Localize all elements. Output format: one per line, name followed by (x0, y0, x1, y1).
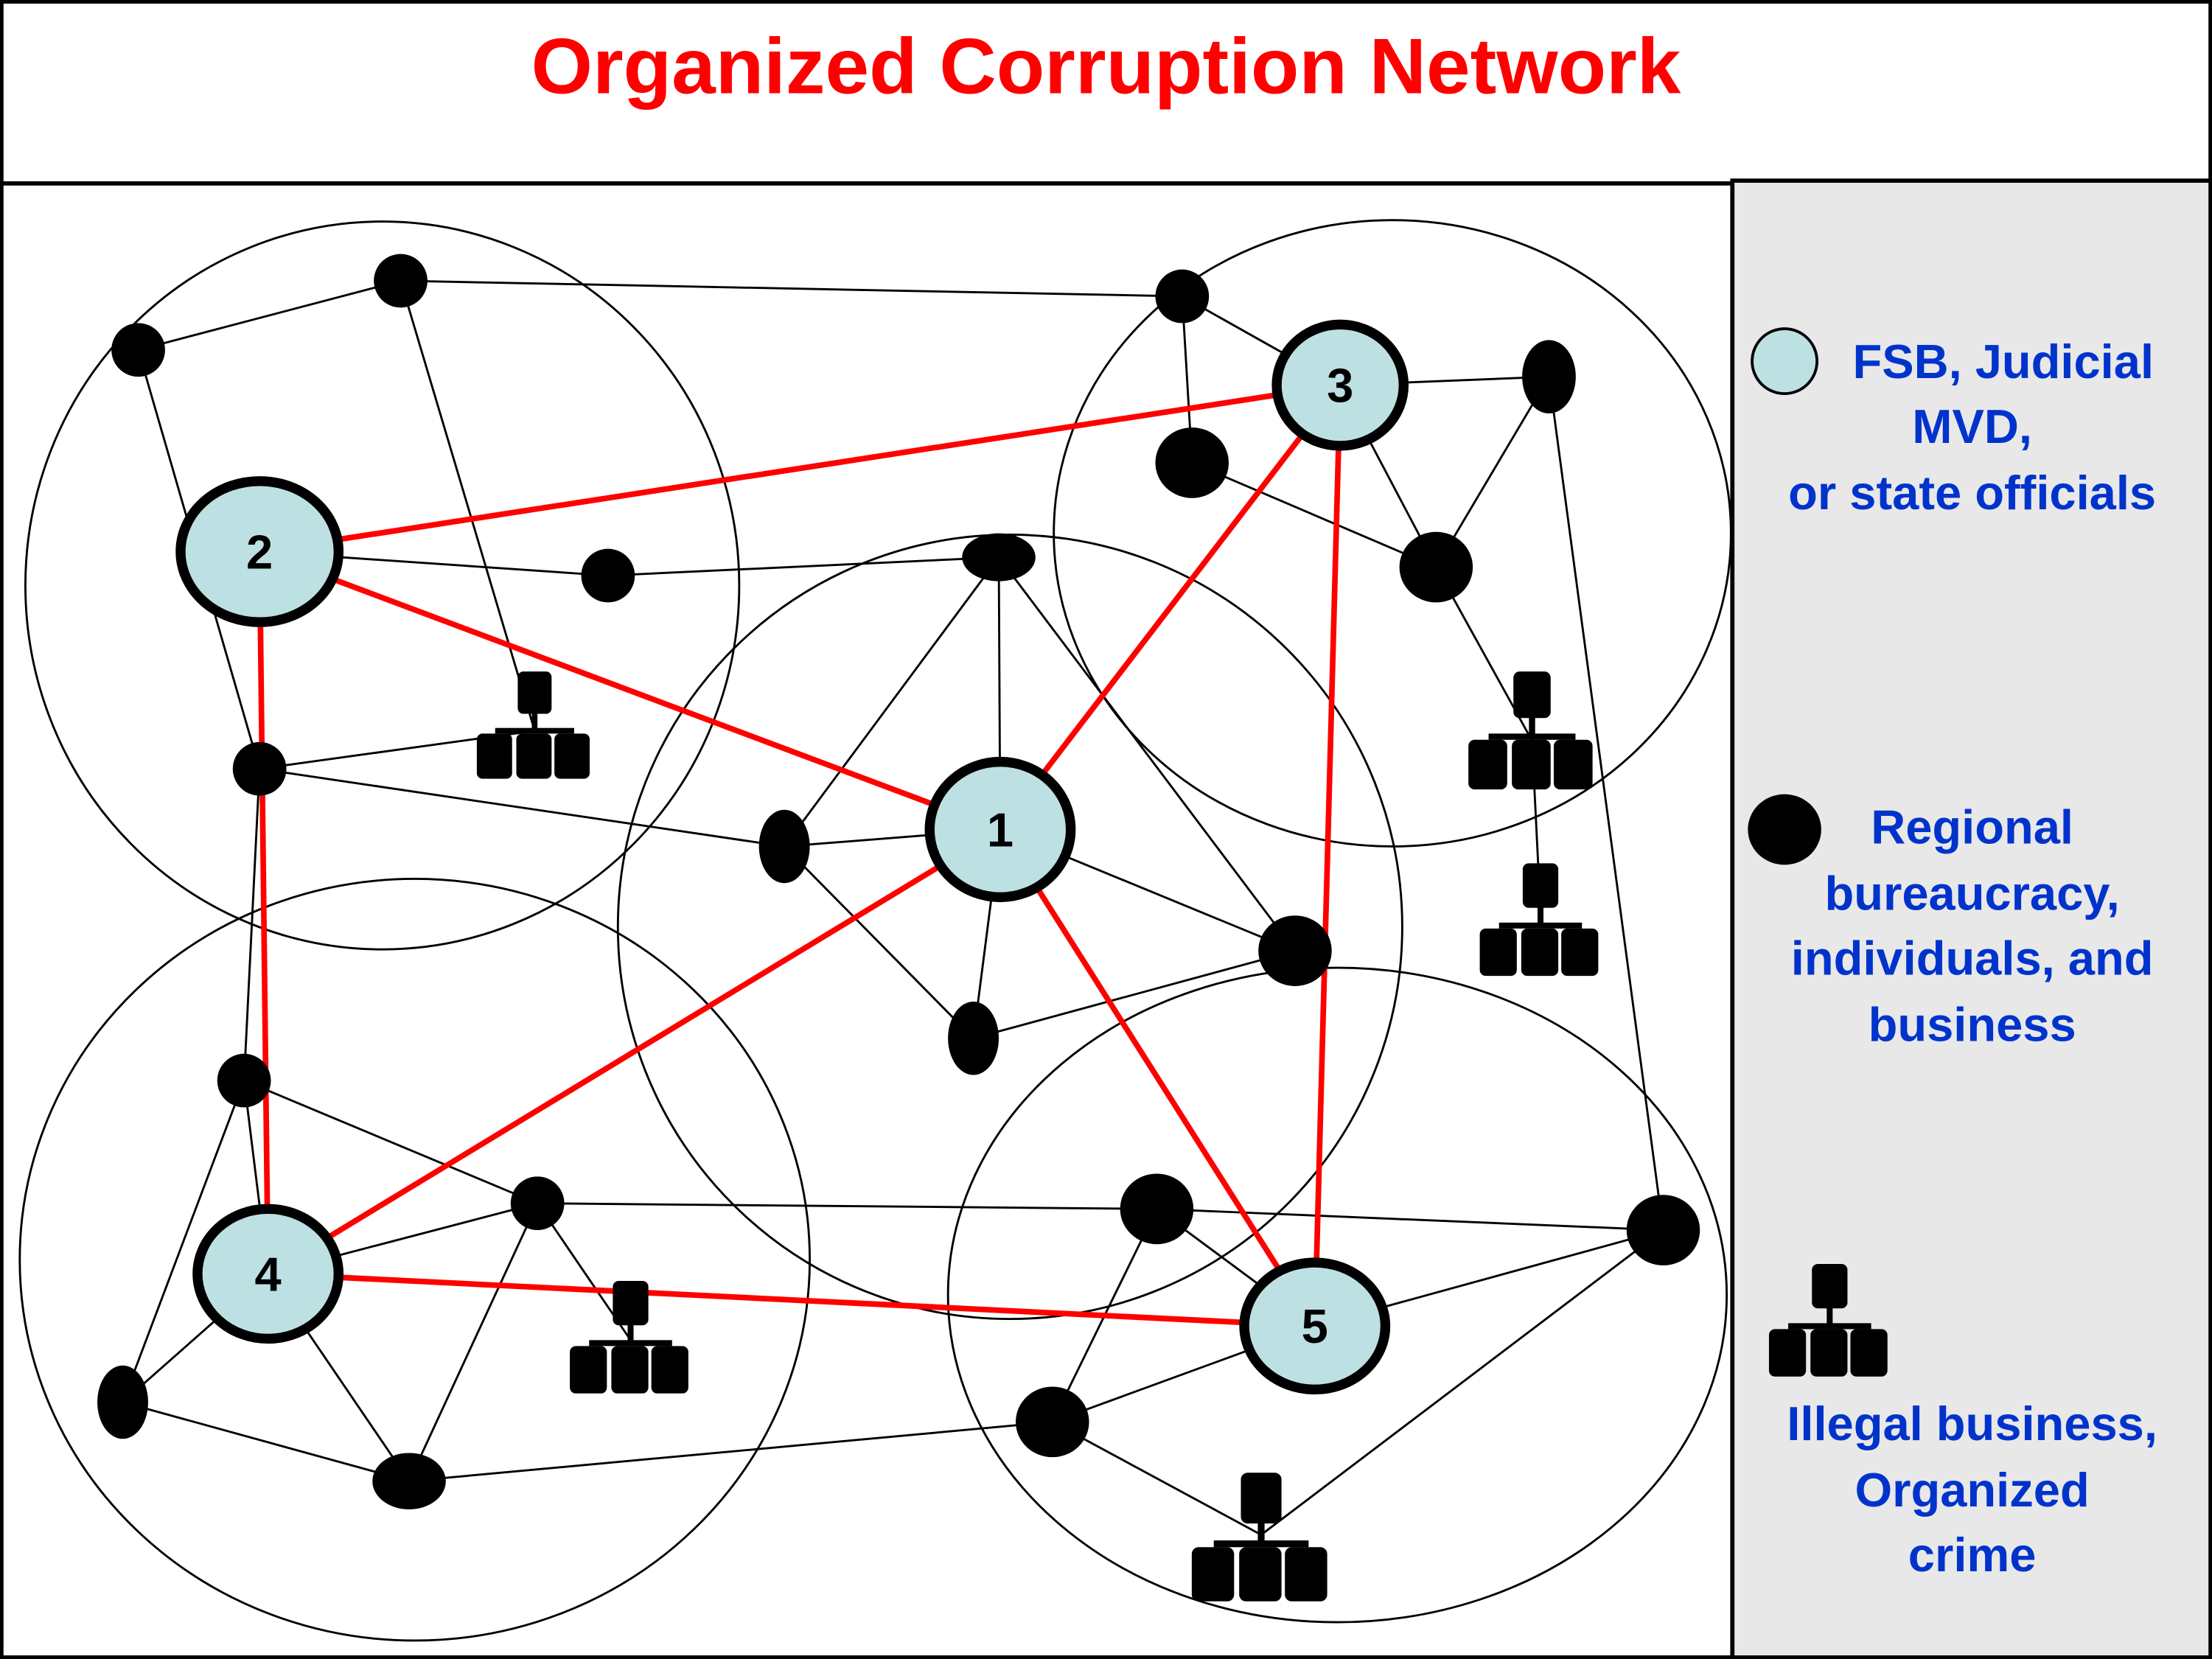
illegal-business-icon (476, 671, 590, 779)
official-link-3-5 (1311, 385, 1344, 1327)
illegal-business-icon (1191, 1473, 1327, 1602)
link-m-o (122, 1080, 245, 1403)
regional-node (1522, 340, 1576, 413)
official-link-4-5 (268, 1271, 1315, 1330)
official-link-1-4 (266, 827, 1002, 1276)
official-node-label: 3 (1327, 359, 1353, 413)
diagram-title: Organized Corruption Network (531, 21, 1681, 110)
official-link-2-4 (257, 551, 271, 1274)
regional-node (1626, 1195, 1700, 1265)
regional-node (232, 741, 287, 796)
link-b-c (400, 279, 1182, 298)
official-node-5: 5 (1239, 1257, 1391, 1395)
regional-node (510, 1176, 565, 1231)
official-link-3-1 (997, 383, 1343, 831)
legend-item-regional: Regional bureaucracy, individuals, and b… (1748, 794, 2153, 1052)
regional-node (758, 809, 810, 884)
official-node-label: 5 (1302, 1299, 1328, 1353)
link-f-j (783, 556, 1000, 848)
regional-node (111, 323, 165, 377)
org-chart-icon (1768, 1263, 1888, 1377)
regional-node (962, 533, 1036, 581)
link-o5-s (1260, 1229, 1664, 1536)
link-a-b (138, 279, 401, 352)
link-m-n (243, 1079, 538, 1205)
official-link-2-1 (258, 548, 1002, 833)
official-node-2: 2 (175, 476, 344, 627)
regional-node (1155, 427, 1229, 498)
regional-node (374, 254, 428, 308)
regional-node (372, 1453, 446, 1510)
official-nodes: 1 2 3 4 5 (175, 319, 1409, 1395)
legend-item-illegal-business: Illegal business, Organized crime (1768, 1263, 2157, 1582)
legend-illegal-line-2: Organized (1855, 1463, 2090, 1517)
regional-node (1155, 269, 1210, 324)
link-e-j (259, 767, 785, 848)
regional-node (217, 1053, 271, 1108)
official-node-label: 1 (987, 803, 1013, 856)
legend-officials-line-1: FSB, Judicial (1852, 335, 2154, 388)
official-node-4: 4 (192, 1204, 344, 1344)
illegal-business-icon (570, 1280, 688, 1394)
link-n-q (537, 1202, 1157, 1210)
link-g-i (1191, 461, 1437, 568)
regional-node-icon (1748, 794, 1821, 865)
legend-item-officials: FSB, Judicial MVD, or state officials (1751, 327, 2156, 520)
regional-node (1399, 531, 1473, 603)
illegal-business-icons (476, 671, 1599, 1602)
cluster-5 (946, 966, 1728, 1624)
illegal-business-icon (1479, 863, 1599, 977)
legend-regional-line-2: bureaucracy, (1825, 867, 2120, 921)
regional-node (1016, 1386, 1089, 1458)
regional-node (948, 1001, 999, 1075)
official-node-icon (1751, 327, 1819, 396)
legend-panel (1730, 178, 2212, 1659)
official-node-label: 4 (255, 1247, 282, 1301)
link-d-f (607, 556, 999, 577)
regional-nodes (97, 254, 1700, 1510)
link-o-p (122, 1401, 410, 1483)
legend-regional-line-4: business (1869, 998, 2076, 1052)
legend-illegal-line-1: Illegal business, (1787, 1397, 2157, 1450)
link-p-r (408, 1420, 1053, 1483)
official-link-1-5 (997, 828, 1317, 1328)
official-node-1: 1 (924, 756, 1076, 903)
link-n-p (408, 1203, 539, 1482)
regional-node (581, 548, 635, 603)
official-links (257, 382, 1344, 1330)
cluster-2 (24, 220, 741, 951)
link-j-l (784, 845, 974, 1039)
link-k-l (973, 949, 1296, 1040)
cluster-3 (1053, 219, 1732, 848)
link-h-s (1548, 376, 1664, 1231)
link-r-o5 (1052, 1421, 1262, 1536)
link-e-m (243, 769, 261, 1081)
legend-officials-line-2: MVD, (1912, 399, 2032, 453)
official-node-label: 2 (246, 525, 273, 579)
legend-regional-line-1: Regional (1871, 800, 2073, 854)
legend-regional-line-3: individuals, and (1791, 932, 2154, 985)
cluster-4 (18, 878, 812, 1642)
link-h-i (1435, 376, 1550, 568)
official-link-2-3 (259, 382, 1341, 555)
legend-officials-line-3: or state officials (1788, 466, 2156, 520)
org-chart-glyph (1768, 1263, 1888, 1377)
legend-illegal-line-3: crime (1908, 1528, 2037, 1582)
link-f-k (997, 556, 1297, 951)
link-b-o1 (400, 280, 536, 731)
regional-node (97, 1365, 148, 1439)
regional-node (1258, 915, 1332, 986)
illegal-business-icon (1468, 671, 1593, 790)
official-node-3: 3 (1271, 319, 1409, 451)
regional-node (1120, 1173, 1194, 1245)
